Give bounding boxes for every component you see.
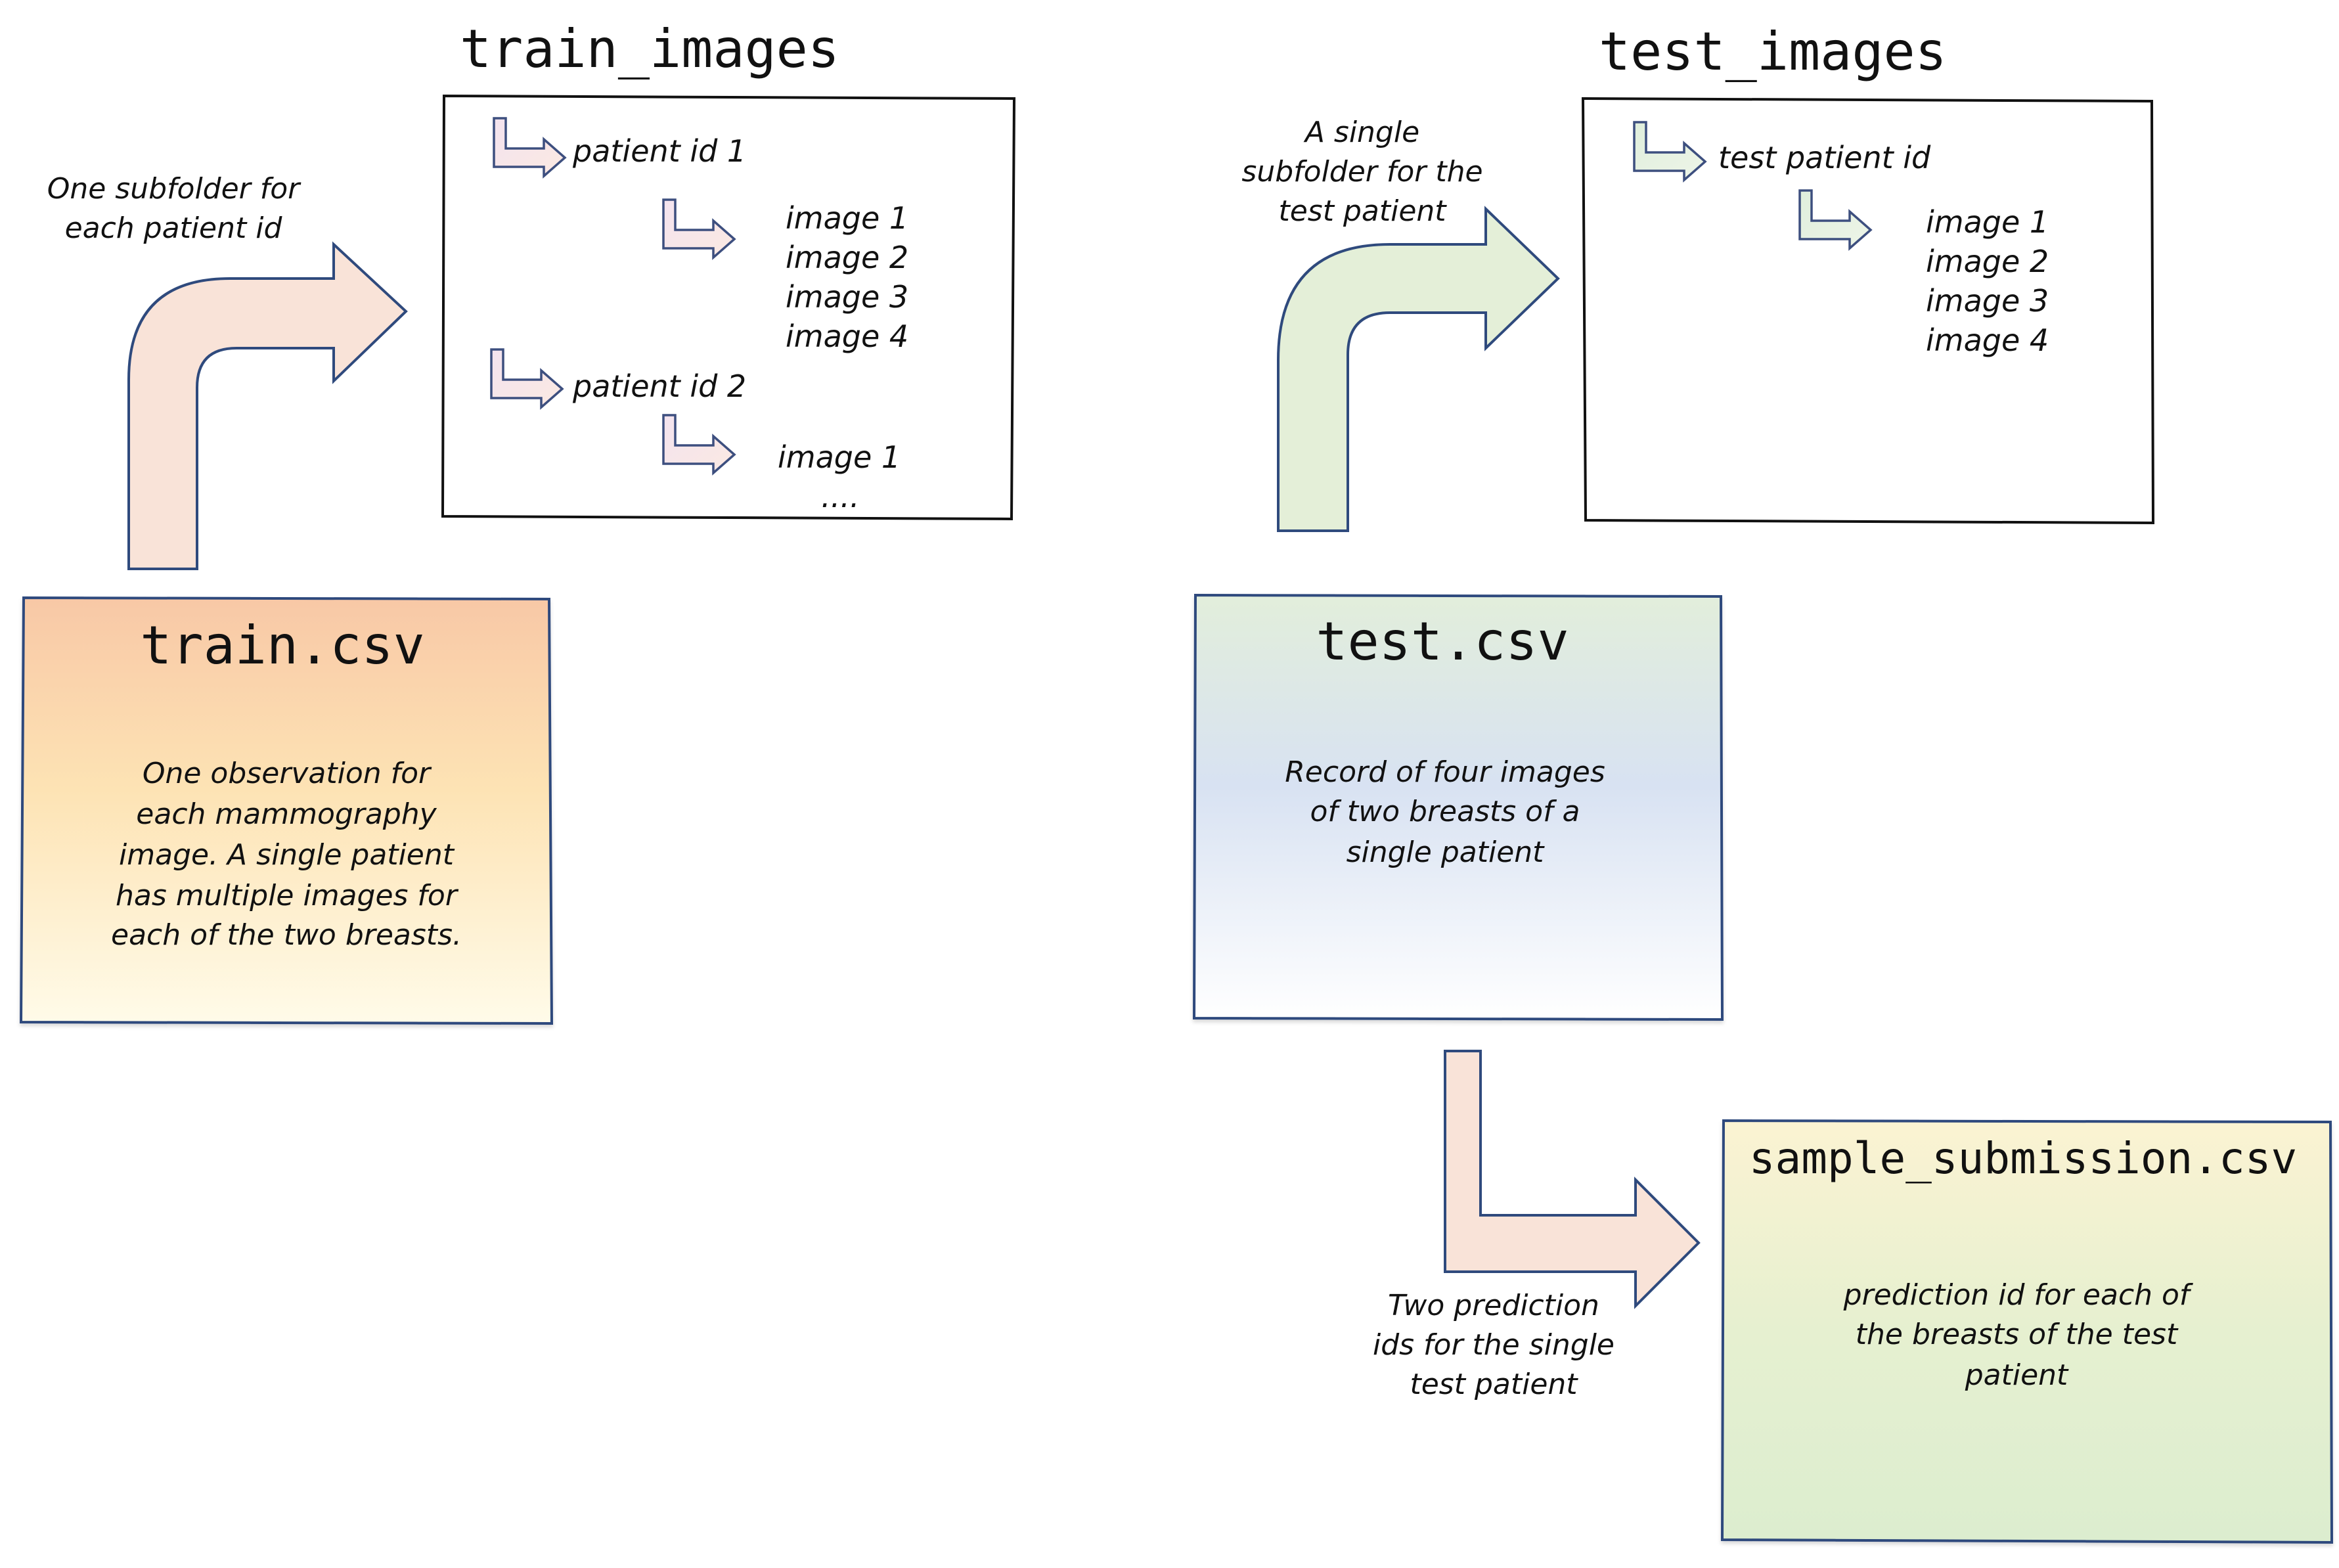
train-csv-description-line: each mammography — [136, 797, 437, 831]
train-csv-description-line: each of the two breasts. — [111, 918, 462, 952]
test-arrow-note-line: subfolder for the — [1241, 155, 1482, 189]
train-images-title: train_images — [460, 18, 839, 79]
test-csv-card — [1192, 593, 1724, 1021]
test-image-1-label: image 1 — [1926, 204, 2049, 240]
train-arrow-note-line: each patient id — [65, 212, 283, 245]
sample-submission-description-line: patient — [1965, 1358, 2069, 1392]
sample-submission-title: sample_submission.csv — [1749, 1133, 2297, 1184]
train-csv-card — [19, 596, 554, 1025]
test-subfolder-arrow — [1277, 206, 1560, 532]
train-csv-description-line: has multiple images for — [116, 879, 459, 912]
train-image-2-label: image 2 — [786, 240, 908, 275]
train-image-4-label: image 4 — [786, 319, 908, 354]
test-patient-label: test patient id — [1718, 140, 1931, 175]
train-image-3-label: image 3 — [786, 279, 908, 315]
test-arrow-note-line: test patient — [1278, 194, 1447, 228]
test-image-3-label: image 3 — [1926, 283, 2049, 319]
test-csv-title: test.csv — [1316, 611, 1569, 672]
train-csv-description-line: One observation for — [143, 757, 432, 790]
train-ellipsis: .... — [821, 479, 860, 514]
test-csv-description-line: single patient — [1347, 836, 1546, 869]
test-csv-description-line: Record of four images — [1285, 755, 1605, 789]
train-images-box — [441, 94, 1016, 521]
train-arrow-note-line: One subfolder for — [47, 172, 301, 206]
test-images-title: test_images — [1599, 21, 1947, 82]
submission-arrow-note-line: ids for the single — [1373, 1328, 1615, 1362]
train-subfolder-arrow — [127, 241, 408, 570]
submission-arrow-note-line: test patient — [1410, 1368, 1578, 1401]
sample-submission-card — [1720, 1119, 2334, 1544]
test-csv-description-line: of two breasts of a — [1310, 795, 1580, 828]
test-arrow-note-line: A single — [1303, 116, 1419, 149]
train-csv-description-line: image. A single patient — [119, 838, 455, 872]
sample-submission-description-line: prediction id for each of — [1843, 1278, 2194, 1312]
test-image-4-label: image 4 — [1926, 323, 2049, 358]
test-images-box — [1581, 97, 2155, 525]
test-image-2-label: image 2 — [1926, 244, 2049, 279]
sample-submission-description-line: the breasts of the test — [1856, 1318, 2179, 1351]
train-image-1-label: image 1 — [786, 200, 908, 236]
train-patient-2-label: patient id 2 — [572, 369, 746, 404]
submission-arrow — [1444, 1050, 1701, 1309]
train-csv-title: train.csv — [140, 615, 424, 676]
submission-arrow-note-line: Two prediction — [1388, 1289, 1599, 1322]
train-image-1b-label: image 1 — [778, 439, 901, 475]
train-patient-1-label: patient id 1 — [572, 133, 746, 169]
